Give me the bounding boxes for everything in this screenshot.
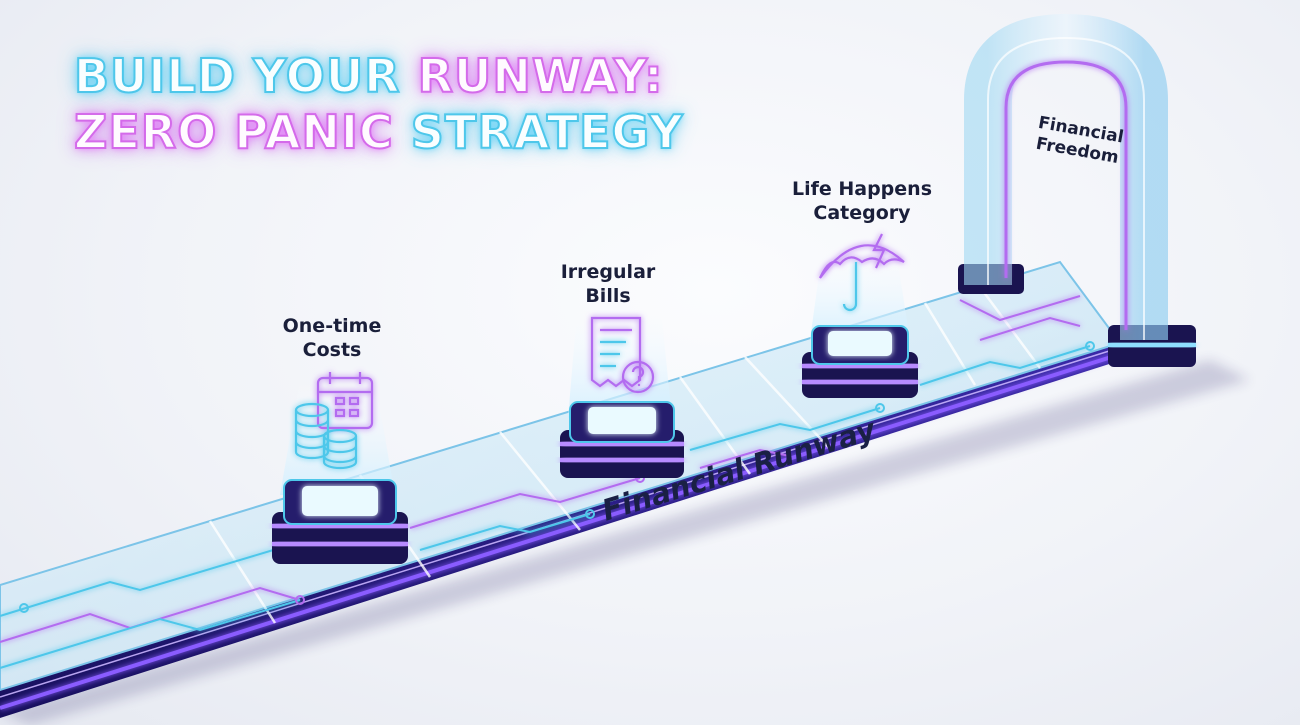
pedestal-life-happens <box>802 325 918 398</box>
coins-calendar-icon <box>294 372 374 470</box>
stage-label-life-happens: Life Happens Category <box>791 178 933 224</box>
title-line2-part2: STRATEGY <box>410 105 684 159</box>
umbrella-lightning-icon <box>818 233 905 312</box>
pedestal-irregular-bills <box>560 401 684 478</box>
panel-seams <box>208 286 1042 624</box>
bill-question-icon <box>590 316 655 394</box>
light-beams <box>280 245 910 495</box>
pedestal-one-time-costs <box>272 479 408 564</box>
runway-glass-surface <box>0 260 1122 692</box>
runway-neon-edge <box>0 351 1125 710</box>
title-line1-part1: BUILD YOUR <box>73 49 418 103</box>
title-line1-part2: RUNWAY: <box>417 49 664 103</box>
stage-label-irregular-bills: Irregular Bills <box>560 261 656 307</box>
main-title-line-2: ZERO PANIC STRATEGY <box>73 105 684 159</box>
circuit-traces <box>0 295 1091 669</box>
financial-freedom-arch <box>958 13 1196 367</box>
runway-shadow <box>0 360 1250 725</box>
main-title-line-1: BUILD YOUR RUNWAY: <box>73 49 664 103</box>
stage-label-one-time-costs: One-time Costs <box>282 315 382 361</box>
title-line2-part1: ZERO PANIC <box>73 105 411 159</box>
